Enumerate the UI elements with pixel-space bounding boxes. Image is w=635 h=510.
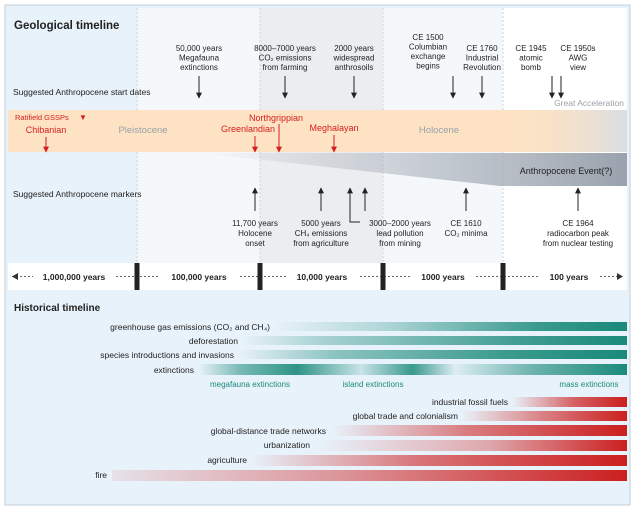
anthropocene-event-wedge	[200, 153, 627, 186]
great-acceleration-label: Great Acceleration	[554, 98, 624, 108]
extinction-phase-mass: mass extinctions	[559, 380, 618, 389]
historical-label: species introductions and invasions	[100, 350, 234, 360]
scale-label-0: 1,000,000 years	[43, 272, 106, 282]
epoch-pleistocene: Pleistocene	[118, 125, 167, 136]
extinction-phase-labels: megafauna extinctions island extinctions…	[210, 380, 619, 389]
historical-label: global-distance trade networks	[211, 426, 326, 436]
historical-bar	[250, 455, 627, 466]
historical-bar	[318, 440, 627, 451]
geological-timeline-title: Geological timeline	[14, 20, 119, 32]
historical-row-6: global-distance trade networks	[211, 425, 627, 436]
historical-row-4: industrial fossil fuels	[432, 397, 627, 407]
historical-label: global trade and colonialism	[353, 411, 458, 421]
marker-arrow	[347, 187, 360, 223]
scale-label-3: 1000 years	[421, 272, 465, 282]
ratified-marker-icon: ▼	[79, 113, 87, 122]
historical-label: fire	[95, 470, 107, 480]
historical-row-3: extinctions	[154, 364, 627, 375]
historical-bar	[198, 364, 627, 375]
historical-row-5: global trade and colonialism	[353, 411, 627, 421]
ratified-gssps-label: Ratifield GSSPs	[15, 113, 69, 122]
historical-bar	[512, 397, 627, 407]
historical-label: industrial fossil fuels	[432, 397, 508, 407]
historical-bar	[238, 350, 627, 359]
historical-bar	[462, 411, 627, 421]
historical-row-0: greenhouse gas emissions (CO₂ and CH₄)	[110, 322, 627, 332]
great-acceleration-band	[503, 110, 627, 152]
extinction-phase-island: island extinctions	[343, 380, 404, 389]
historical-label: greenhouse gas emissions (CO₂ and CH₄)	[110, 322, 270, 332]
historical-bar	[272, 322, 627, 331]
stage-meghalayan: Meghalayan	[309, 123, 358, 133]
historical-row-7: urbanization	[264, 440, 627, 451]
historical-row-2: species introductions and invasions	[100, 350, 627, 360]
suggested-markers-label: Suggested Anthropocene markers	[13, 189, 142, 199]
stage-northgrippian: Northgrippian	[249, 113, 303, 123]
historical-label: extinctions	[154, 365, 194, 375]
time-scale-bar: 1,000,000 years 100,000 years 10,000 yea…	[8, 263, 627, 290]
historical-label: agriculture	[207, 455, 247, 465]
historical-row-8: agriculture	[207, 455, 627, 466]
extinction-phase-megafauna: megafauna extinctions	[210, 380, 290, 389]
historical-label: deforestation	[189, 336, 238, 346]
stage-chibanian: Chibanian	[26, 125, 67, 135]
stage-greenlandian: Greenlandian	[221, 124, 275, 134]
scale-label-4: 100 years	[550, 272, 589, 282]
historical-bar	[332, 425, 627, 436]
suggested-start-dates-label: Suggested Anthropocene start dates	[13, 87, 151, 97]
epoch-holocene: Holocene	[419, 125, 459, 136]
historical-bar	[242, 336, 627, 345]
scale-label-2: 10,000 years	[297, 272, 348, 282]
historical-row-9: fire	[95, 470, 627, 481]
anthropocene-event-label: Anthropocene Event(?)	[520, 166, 613, 176]
historical-label: urbanization	[264, 440, 311, 450]
historical-row-1: deforestation	[189, 336, 627, 346]
historical-timeline-title: Historical timeline	[14, 303, 101, 314]
scale-label-1: 100,000 years	[171, 272, 227, 282]
historical-bar	[112, 470, 627, 481]
